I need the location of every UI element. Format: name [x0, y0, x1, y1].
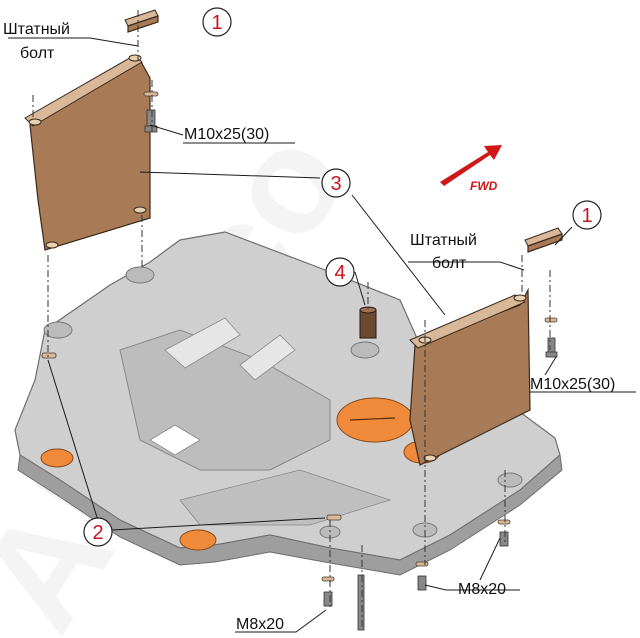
callout-1-right: 1: [572, 200, 602, 230]
m8-label-bottom: M8x20: [236, 616, 284, 633]
orange-cap-4: [179, 529, 217, 551]
std-bolt-left-line2: болт: [20, 45, 55, 62]
m10-label-right: M10x25(30): [530, 376, 615, 393]
callout-4-number: 4: [334, 262, 345, 284]
m10-label-left: M10x25(30): [184, 126, 269, 143]
washer: [143, 91, 159, 97]
callout-1-right-number: 1: [581, 205, 592, 227]
callout-4: 4: [325, 257, 355, 287]
leader-lines: [8, 37, 636, 633]
side-plate-left: [24, 54, 151, 251]
skid-plate: [14, 231, 563, 576]
spacer: [359, 306, 377, 339]
callout-3-number: 3: [330, 173, 341, 195]
std-bolt-right-line1: Штатный: [410, 232, 477, 249]
callout-3: 3: [321, 168, 351, 198]
text-labels: Штатный болт M10x25(30) Штатный болт M10…: [3, 21, 615, 633]
callout-1-top: 1: [202, 7, 232, 37]
callout-2-number: 2: [92, 522, 103, 544]
fwd-label: FWD: [470, 179, 498, 193]
callout-2: 2: [83, 517, 113, 547]
orange-cap-3: [40, 448, 74, 468]
fwd-arrow: FWD: [440, 145, 502, 193]
callout-1-top-number: 1: [211, 12, 222, 34]
bracket-right: [524, 227, 563, 253]
orange-cap-1: [336, 397, 414, 443]
std-bolt-left-line1: Штатный: [3, 21, 70, 38]
std-bolt-right-line2: болт: [432, 255, 467, 272]
fasteners: [41, 91, 558, 631]
bracket-top: [124, 9, 159, 33]
side-plate-right: [409, 287, 531, 466]
m8-label-right: M8x20: [458, 581, 506, 598]
fwd-arrow-icon: [440, 145, 502, 186]
